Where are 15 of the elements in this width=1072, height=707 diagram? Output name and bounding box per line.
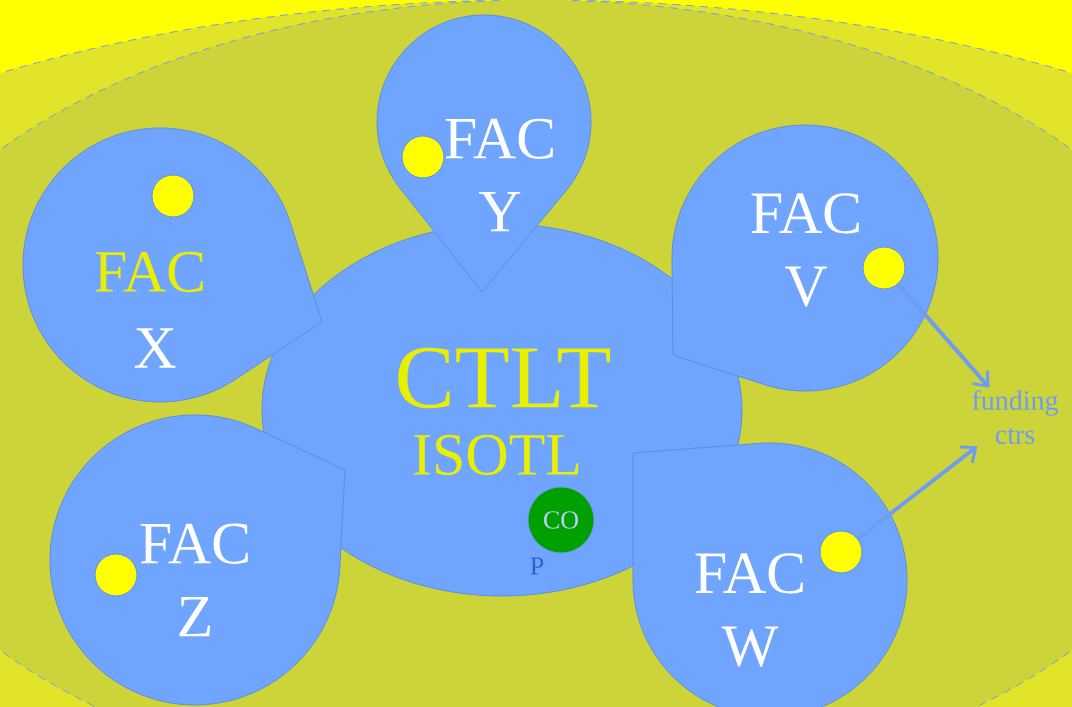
arrow xyxy=(896,282,990,388)
dot xyxy=(94,553,138,597)
text-label: funding ctrs xyxy=(972,390,1059,444)
teardrop: FAC W xyxy=(632,442,908,707)
badge-caption: P xyxy=(530,557,544,575)
teardrop: FAC Z xyxy=(49,414,346,706)
arrow xyxy=(856,445,978,541)
circle-badge: CO xyxy=(527,486,595,554)
dot xyxy=(862,246,906,290)
teardrop: FAC Y xyxy=(376,14,592,293)
teardrop: FAC V xyxy=(671,124,939,392)
dot xyxy=(401,135,445,179)
dot xyxy=(151,174,195,218)
teardrop: FAC X xyxy=(22,127,323,403)
dot xyxy=(819,530,863,574)
